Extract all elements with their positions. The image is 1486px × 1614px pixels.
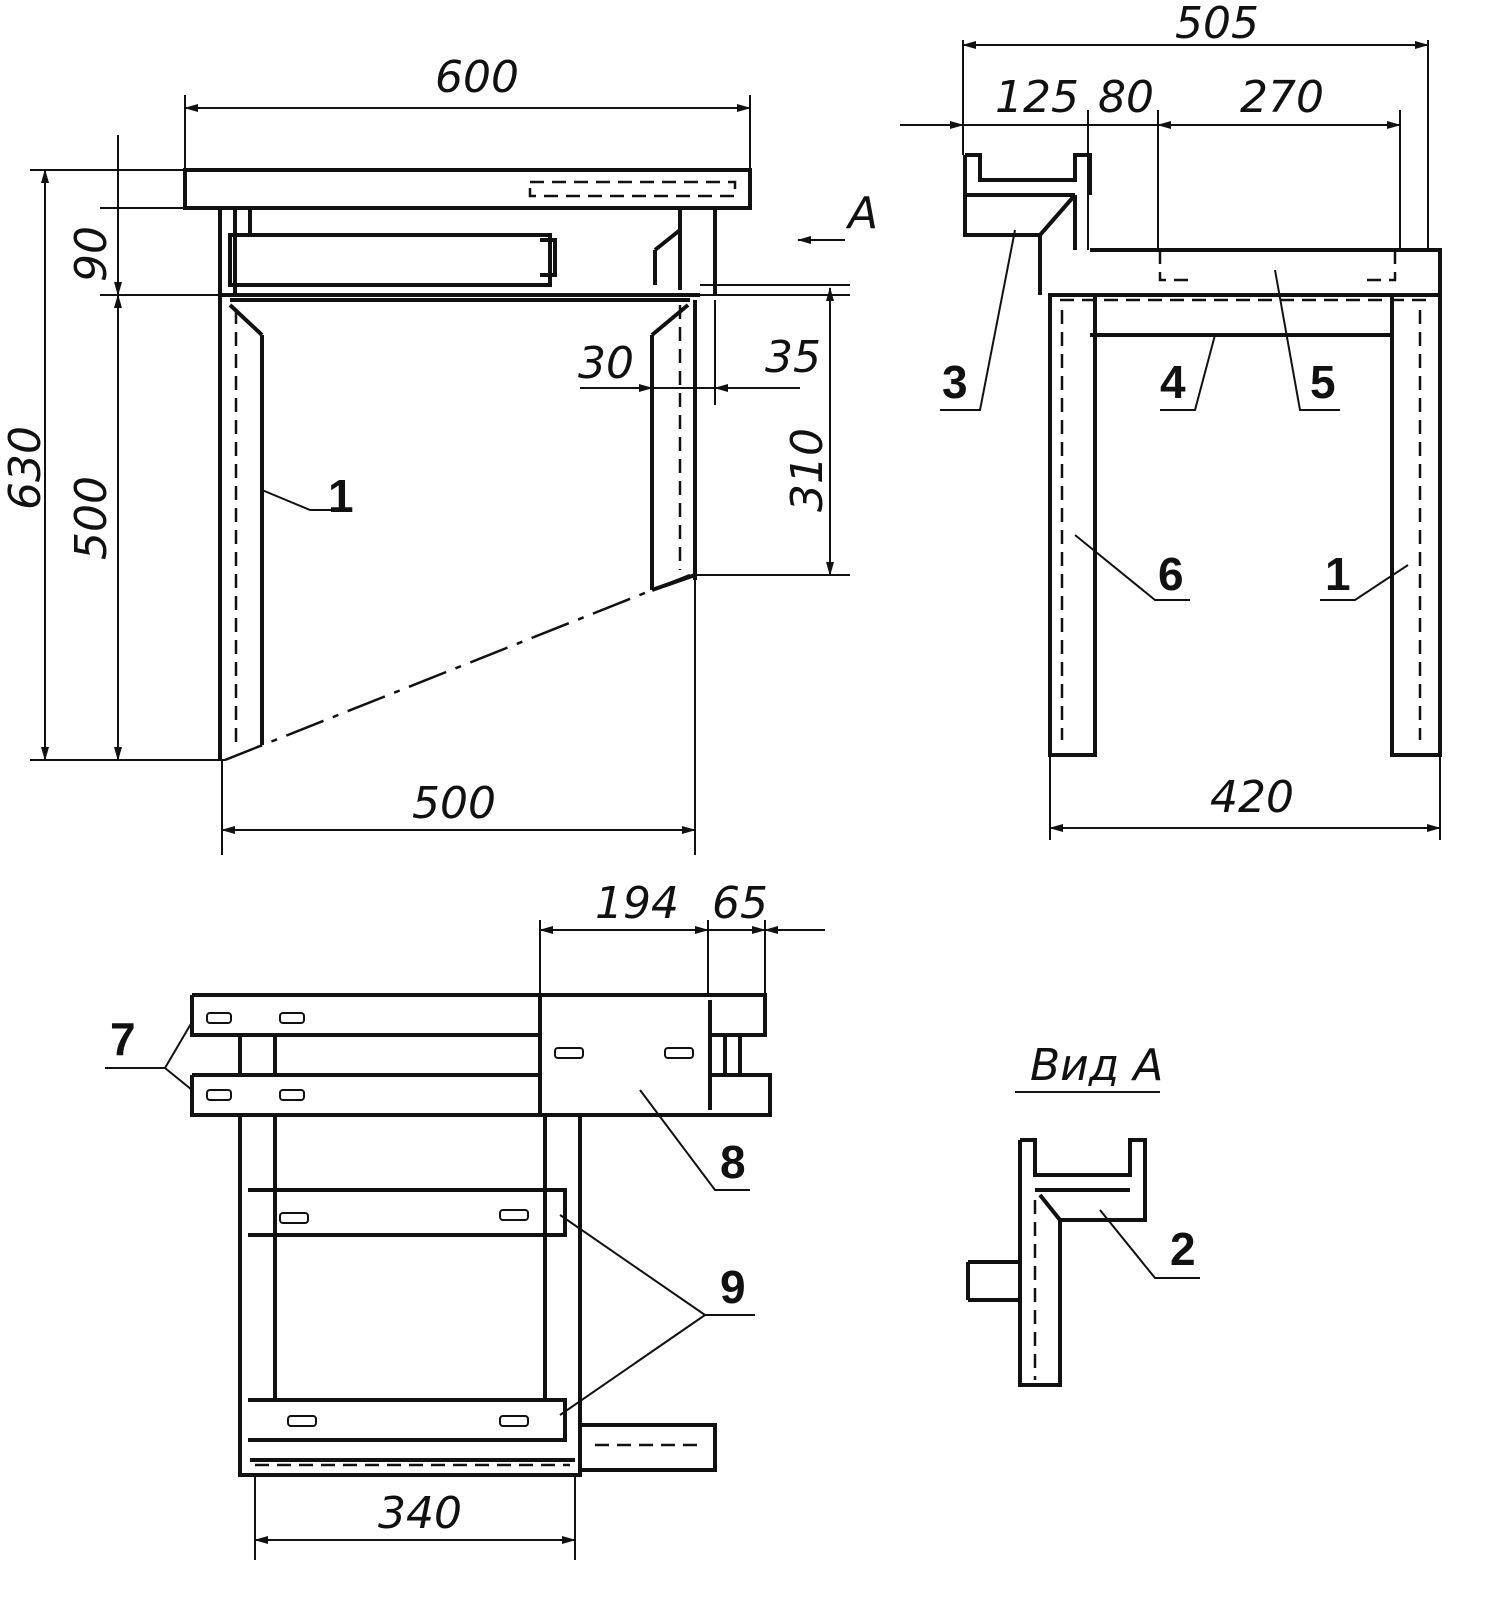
part-7-label: 7 xyxy=(110,1013,136,1065)
dim-65: 65 xyxy=(712,878,768,929)
view-a: Вид А 2 xyxy=(966,1040,1200,1387)
dim-194: 194 xyxy=(595,878,679,929)
dim-500-base: 500 xyxy=(412,778,496,829)
part-6-label: 6 xyxy=(1158,548,1184,600)
part-1-label: 1 xyxy=(328,470,354,522)
part-8-label: 8 xyxy=(720,1136,746,1188)
dim-500-height: 500 xyxy=(66,476,117,560)
part-3-label: 3 xyxy=(942,356,968,408)
front-view: 600 90 630 500 30 35 310 500 A 1 xyxy=(0,52,878,855)
top-view: 194 65 340 7 8 9 xyxy=(105,878,825,1560)
part-5-label: 5 xyxy=(1310,356,1336,408)
dim-35: 35 xyxy=(765,332,821,383)
part-4-label: 4 xyxy=(1160,356,1186,408)
view-a-label: A xyxy=(845,188,878,239)
dim-340: 340 xyxy=(378,1488,462,1539)
part-2-label: 2 xyxy=(1170,1223,1196,1275)
dim-630: 630 xyxy=(0,426,51,510)
view-a-title: Вид А xyxy=(1030,1040,1163,1091)
part-9-label: 9 xyxy=(720,1261,746,1313)
dim-420: 420 xyxy=(1210,772,1294,823)
part-1-side-label: 1 xyxy=(1325,548,1351,600)
dim-600: 600 xyxy=(435,52,519,103)
dim-125: 125 xyxy=(995,72,1079,123)
dim-310: 310 xyxy=(782,428,833,512)
side-view: 505 125 80 270 420 3 4 5 6 1 xyxy=(900,0,1442,840)
dim-270: 270 xyxy=(1240,72,1324,123)
dim-90: 90 xyxy=(66,226,117,282)
dim-30: 30 xyxy=(578,338,634,389)
dim-80: 80 xyxy=(1098,72,1154,123)
dim-505: 505 xyxy=(1175,0,1259,49)
